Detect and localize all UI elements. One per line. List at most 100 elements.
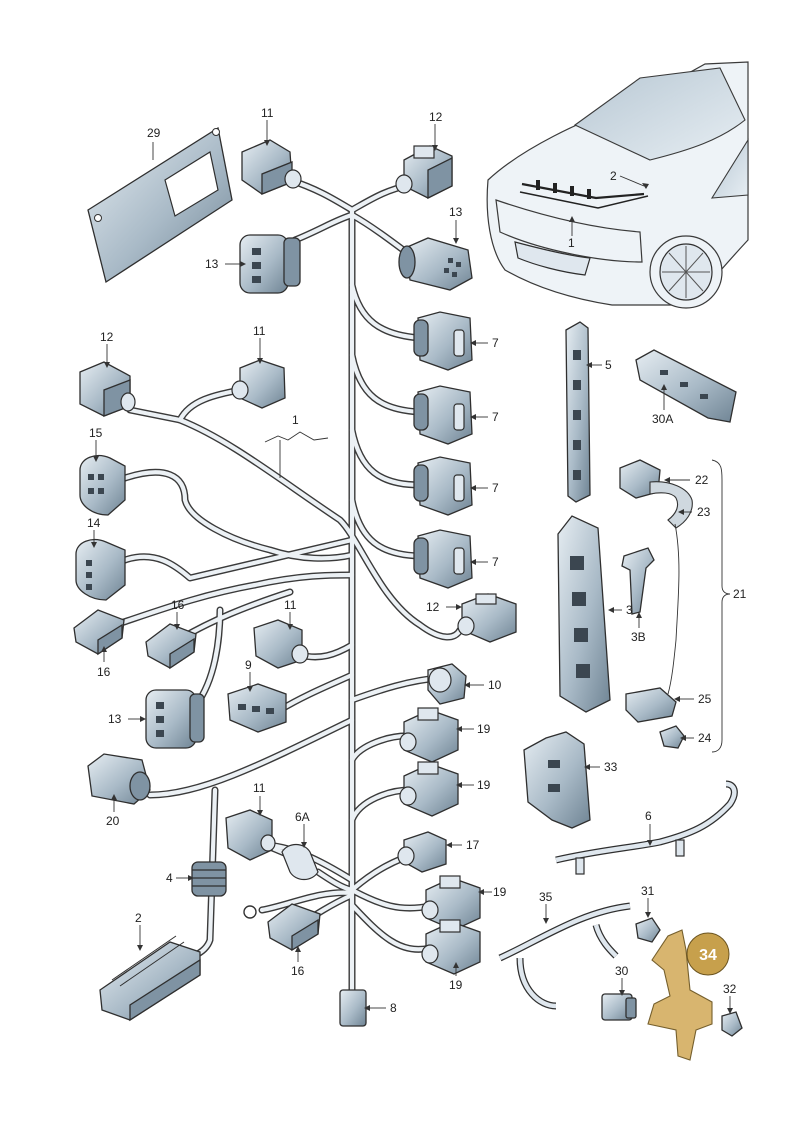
label-4: 4: [166, 871, 173, 885]
part-15-connector: [79, 455, 126, 516]
part-17-connector: [397, 831, 447, 873]
part-5-connector-strip: [565, 321, 591, 503]
part-13-connector-left: [239, 234, 301, 294]
label-6A: 6A: [295, 810, 310, 824]
part-11-connector-top: [241, 139, 302, 195]
label-16-bottom: 16: [291, 964, 305, 978]
part-7-connector-2: [413, 385, 473, 445]
part-11-connector-lower-mid: [253, 619, 309, 669]
part-1-symbol: [264, 431, 329, 478]
ground-eyelet-terminal: [243, 905, 257, 919]
part-16-connector-mid: [145, 623, 197, 670]
label-21: 21: [733, 587, 747, 601]
part-19-connector-4: [421, 919, 481, 975]
part-11-connector-mid: [231, 359, 286, 409]
label-29: 29: [147, 126, 161, 140]
part-35-bracket: [498, 902, 631, 1010]
part-12-connector-mid-left: [79, 361, 136, 417]
callout-labels: 29 11 12 13 13 2 1 12 11 1 7 7 7 7 5 30A…: [87, 106, 747, 1015]
part-6-bracket-rail: [555, 780, 738, 875]
label-2-car: 2: [610, 169, 617, 183]
label-20: 20: [106, 814, 120, 828]
part-33-bracket: [523, 731, 591, 829]
label-13-left: 13: [205, 257, 219, 271]
label-19-b: 19: [477, 778, 491, 792]
part-30-relay: [601, 993, 637, 1021]
label-24: 24: [698, 731, 712, 745]
label-16-mid: 16: [171, 598, 185, 612]
label-35: 35: [539, 890, 553, 904]
label-25: 25: [698, 692, 712, 706]
highlight-badge-34[interactable]: 34: [686, 932, 730, 976]
part-16-connector-left: [73, 609, 125, 656]
part-9-connector: [227, 683, 287, 733]
part-7-connector-1: [413, 311, 473, 371]
label-11-mid: 11: [253, 324, 266, 338]
part-32-clip: [721, 1011, 743, 1037]
label-12-mid: 12: [100, 330, 114, 344]
label-3B: 3B: [631, 630, 646, 644]
part-34-bracket-highlighted: [647, 929, 713, 1061]
label-1-car: 1: [568, 236, 575, 250]
label-30: 30: [615, 964, 629, 978]
label-31: 31: [641, 884, 655, 898]
label-2-fusebox: 2: [135, 911, 142, 925]
part-13-connector-lower: [145, 689, 205, 749]
part-19-connector-1: [399, 707, 459, 763]
leader-lines: [91, 120, 733, 1014]
label-12-right: 12: [426, 600, 440, 614]
label-22: 22: [695, 473, 709, 487]
label-7-a: 7: [492, 336, 499, 350]
part-20-connector: [87, 753, 151, 805]
label-7-c: 7: [492, 481, 499, 495]
label-8: 8: [390, 1001, 397, 1015]
label-11-lower: 11: [253, 781, 266, 795]
part-12-connector-top: [395, 145, 453, 200]
part-23-cable: [667, 523, 680, 695]
part-3-bracket: [557, 515, 611, 713]
part-2-fuse-box: [99, 935, 201, 1022]
label-13-lower: 13: [108, 712, 122, 726]
label-5: 5: [605, 358, 612, 372]
part-24-clip: [659, 725, 685, 749]
badge-34-label: 34: [699, 947, 717, 964]
part-8-end-connector: [339, 989, 367, 1027]
label-19-a: 19: [477, 722, 491, 736]
label-16-left: 16: [97, 665, 111, 679]
part-10-connector: [427, 663, 467, 705]
part-3B-clip: [621, 547, 655, 615]
part-7-connector-3: [413, 456, 473, 516]
label-11-top: 11: [261, 106, 274, 120]
part-19-connector-3: [421, 875, 481, 931]
part-29-seal-plate: [87, 126, 233, 284]
label-15: 15: [89, 426, 103, 440]
label-19-c: 19: [493, 885, 507, 899]
label-10: 10: [488, 678, 502, 692]
part-13-connector-right: [398, 237, 473, 291]
part-30A-bracket: [635, 349, 737, 423]
label-14: 14: [87, 516, 101, 530]
part-25-connector: [625, 687, 677, 723]
label-9: 9: [245, 658, 252, 672]
label-7-b: 7: [492, 410, 499, 424]
label-6: 6: [645, 809, 652, 823]
part-16-connector-bottom: [267, 903, 321, 952]
label-17: 17: [466, 838, 480, 852]
part-14-connector: [75, 539, 126, 601]
part-6A-fuse-holder: [281, 843, 319, 881]
part-31-clip: [635, 917, 661, 943]
label-23: 23: [697, 505, 711, 519]
label-7-d: 7: [492, 555, 499, 569]
label-19-d: 19: [449, 978, 463, 992]
part-7-connector-4: [413, 529, 473, 589]
label-11-lower-mid: 11: [284, 598, 297, 612]
label-12-top: 12: [429, 110, 443, 124]
part-23-cable-sleeve: [649, 481, 693, 529]
label-33: 33: [604, 760, 618, 774]
part-19-connector-2: [399, 761, 459, 817]
label-13-right: 13: [449, 205, 463, 219]
label-3: 3: [626, 603, 633, 617]
label-30A: 30A: [652, 412, 673, 426]
